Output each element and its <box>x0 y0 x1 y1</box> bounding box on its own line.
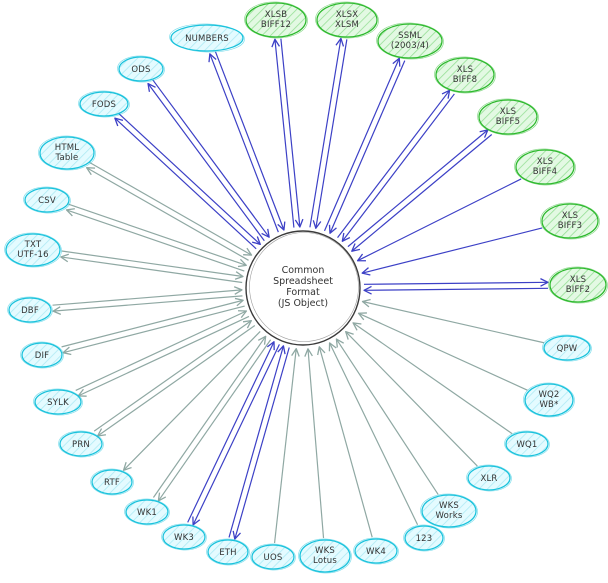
edge-ssml <box>323 57 406 234</box>
node-xlr: XLR <box>466 464 512 492</box>
edge-sylk <box>75 310 250 397</box>
node-numbers: NUMBERS <box>169 23 245 53</box>
node-prn: PRN <box>58 430 104 458</box>
node-qpw: QPW <box>542 334 592 362</box>
node-fods: FODS <box>78 90 130 118</box>
node-label-qpw: QPW <box>557 344 578 354</box>
node-wk3: WK3 <box>161 523 207 551</box>
node-wq1: WQ1 <box>504 430 550 458</box>
node-label-csv: CSV <box>38 196 56 206</box>
edge-xlsx-xlsm <box>309 37 348 229</box>
edge-numbers <box>208 51 286 233</box>
node-label-prn: PRN <box>72 440 90 450</box>
edge-csv <box>65 203 247 272</box>
node-label-wk4: WK4 <box>366 547 386 557</box>
edge-123 <box>328 342 419 525</box>
edge-wk1 <box>152 335 272 502</box>
edge-wq2 <box>357 312 528 391</box>
node-label-sylk: SYLK <box>47 398 69 408</box>
node-uos: UOS <box>250 543 296 571</box>
node-label-dbf: DBF <box>21 306 39 316</box>
edge-xlsb-biff12 <box>271 38 304 228</box>
node-label-ssml: SSML(2003/4) <box>391 31 429 51</box>
node-123: 123 <box>403 524 445 552</box>
node-label-rtf: RTF <box>104 478 120 488</box>
node-csv: CSV <box>23 186 71 214</box>
edge-uos <box>273 347 300 544</box>
edge-xls-biff8 <box>337 89 455 242</box>
node-ssml: SSML(2003/4) <box>376 22 444 60</box>
edge-prn <box>93 319 256 437</box>
node-label-numbers: NUMBERS <box>185 34 229 44</box>
edges-layer <box>52 37 549 544</box>
node-label-wk3: WK3 <box>174 533 194 543</box>
edge-xls-biff2 <box>363 278 549 295</box>
node-label-wq1: WQ1 <box>516 440 537 450</box>
edge-xls-biff3 <box>361 227 543 276</box>
node-label-fods: FODS <box>92 100 116 110</box>
edge-fods <box>114 113 261 250</box>
edge-qpw <box>361 298 545 344</box>
edge-txt-utf16 <box>60 250 244 284</box>
edge-rtf <box>122 331 261 471</box>
node-label-xlr: XLR <box>480 474 497 484</box>
node-wk4: WK4 <box>353 537 399 565</box>
node-ods: ODS <box>117 55 165 83</box>
node-label-eth: ETH <box>219 548 237 558</box>
edge-dbf <box>52 286 243 315</box>
edge-dif <box>61 297 245 356</box>
node-label-123: 123 <box>416 534 433 544</box>
node-label-uos: UOS <box>264 553 283 563</box>
edge-ods <box>147 79 270 242</box>
edge-eth <box>228 345 290 540</box>
node-label-ods: ODS <box>131 65 150 75</box>
edge-wks-works <box>335 338 439 495</box>
edge-html-table <box>86 161 253 261</box>
node-wk1: WK1 <box>124 498 170 526</box>
edge-xls-biff5 <box>347 129 493 252</box>
edge-wks-lotus <box>304 348 325 539</box>
node-sylk: SYLK <box>33 388 83 416</box>
node-label-wk1: WK1 <box>137 508 157 518</box>
node-eth: ETH <box>206 538 250 566</box>
node-label-dif: DIF <box>35 351 50 361</box>
node-dif: DIF <box>20 341 64 369</box>
node-rtf: RTF <box>90 468 134 496</box>
edge-xlr <box>345 330 478 467</box>
edge-wq1 <box>352 322 513 435</box>
edge-wk4 <box>317 346 373 538</box>
edge-wk3 <box>187 341 280 526</box>
edge-xls-biff4 <box>356 178 522 262</box>
node-dbf: DBF <box>7 296 53 324</box>
